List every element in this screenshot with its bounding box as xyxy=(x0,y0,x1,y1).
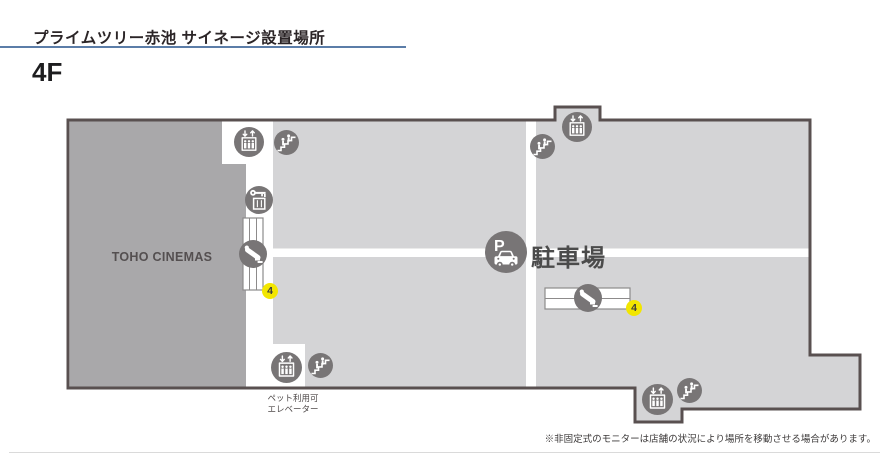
bottom-rule xyxy=(9,452,880,453)
pet-elevator-note: ペット利用可 エレベーター xyxy=(256,393,330,415)
stairs-icon xyxy=(274,130,299,155)
parking-lane-horizontal xyxy=(273,248,809,257)
parking-car-icon: P xyxy=(485,231,527,273)
elevator-icon xyxy=(562,112,592,142)
pet-elevator-note-line2: エレベーター xyxy=(267,404,319,415)
parking-label: 駐車場 xyxy=(531,245,606,272)
elevator-icon xyxy=(271,352,302,383)
elevator-icon xyxy=(234,127,264,157)
svg-text:P: P xyxy=(494,238,505,255)
signage-marker-4-west: 4 xyxy=(262,283,278,299)
stairs-icon xyxy=(677,378,702,403)
title-underline xyxy=(0,46,406,48)
page-title: プライムツリー赤池 サイネージ設置場所 xyxy=(33,30,326,47)
escalator-icon xyxy=(239,240,267,268)
footnote: ※非固定式のモニターは店舗の状況により場所を移動させる場合があります。 xyxy=(544,434,876,445)
key-service-elevator-icon xyxy=(245,186,273,214)
signage-marker-4-central: 4 xyxy=(626,300,642,316)
stairs-icon xyxy=(530,134,555,159)
floor-outline-stroke xyxy=(66,105,862,424)
floor-label: 4F xyxy=(32,57,63,87)
cinema-label: TOHO CINEMAS xyxy=(111,250,213,264)
cinema-area xyxy=(70,121,246,387)
elevator-icon xyxy=(642,384,673,415)
escalator-icon xyxy=(574,284,602,312)
pet-elevator-note-line1: ペット利用可 xyxy=(267,393,319,403)
stairs-icon xyxy=(308,353,333,378)
